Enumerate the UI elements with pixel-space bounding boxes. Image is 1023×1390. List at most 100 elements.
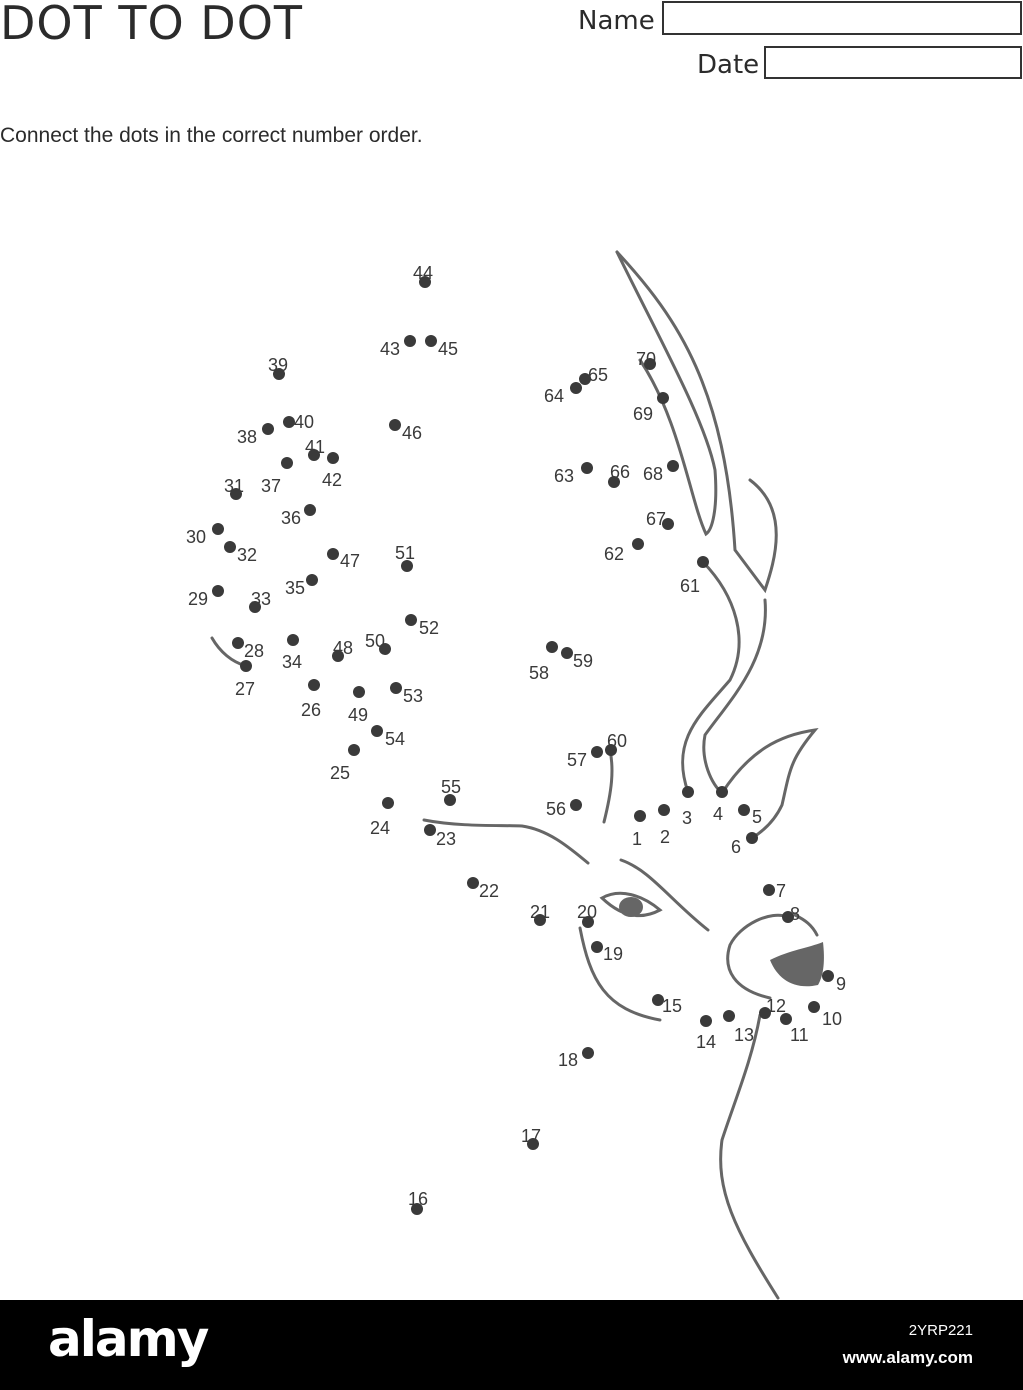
dot-label: 58	[529, 663, 549, 683]
dot-14	[700, 1015, 712, 1027]
dot-36	[304, 504, 316, 516]
dot-label: 36	[281, 508, 301, 528]
dot-32	[224, 541, 236, 553]
dot-label: 3	[682, 808, 692, 828]
date-field[interactable]	[764, 46, 1022, 79]
dot-58	[546, 641, 558, 653]
dot-19	[591, 941, 603, 953]
dot-57	[591, 746, 603, 758]
dot-34	[287, 634, 299, 646]
dot-40	[283, 416, 295, 428]
dot-67	[662, 518, 674, 530]
dot-label: 70	[636, 349, 656, 369]
deer-fills	[619, 897, 824, 987]
dot-48	[332, 650, 344, 662]
date-label: Date	[697, 50, 760, 80]
dot-7	[763, 884, 775, 896]
dot-18	[582, 1047, 594, 1059]
dot-label: 12	[766, 996, 786, 1016]
dot-21	[534, 914, 546, 926]
dot-25	[348, 744, 360, 756]
dot-16	[411, 1203, 423, 1215]
dot-label: 50	[365, 631, 385, 651]
dot-label: 28	[244, 641, 264, 661]
dot-label: 8	[790, 904, 800, 924]
dot-1	[634, 810, 646, 822]
dot-label: 42	[322, 470, 342, 490]
dot-64	[570, 382, 582, 394]
dot-37	[281, 457, 293, 469]
dot-3	[682, 786, 694, 798]
dot-11	[780, 1013, 792, 1025]
dot-27	[240, 660, 252, 672]
dot-5	[738, 804, 750, 816]
dot-label: 69	[633, 404, 653, 424]
name-label: Name	[578, 6, 655, 36]
dot-label: 27	[235, 679, 255, 699]
name-field[interactable]	[662, 1, 1022, 35]
dot-65	[579, 373, 591, 385]
dot-label: 14	[696, 1032, 716, 1052]
dot-63	[581, 462, 593, 474]
dot-label: 24	[370, 818, 390, 838]
dot-23	[424, 824, 436, 836]
dot-44	[419, 276, 431, 288]
dot-33	[249, 601, 261, 613]
dot-69	[657, 392, 669, 404]
dot-label: 55	[441, 777, 461, 797]
dot-30	[212, 523, 224, 535]
dot-label: 61	[680, 576, 700, 596]
dot-label: 54	[385, 729, 405, 749]
dot-label: 13	[734, 1025, 754, 1045]
dot-label: 33	[251, 589, 271, 609]
dot-45	[425, 335, 437, 347]
dot-label: 59	[573, 651, 593, 671]
dot-label: 32	[237, 545, 257, 565]
dot-label: 25	[330, 763, 350, 783]
brand-logo: alamy	[48, 1310, 209, 1368]
dot-39	[273, 368, 285, 380]
dot-59	[561, 647, 573, 659]
watermark-footer: alamy 2YRP221 www.alamy.com	[0, 1300, 1023, 1390]
dot-label: 51	[395, 543, 415, 563]
dot-label: 1	[632, 829, 642, 849]
dot-label: 17	[521, 1126, 541, 1146]
dot-54	[371, 725, 383, 737]
dot-47	[327, 548, 339, 560]
dot-label: 53	[403, 686, 423, 706]
dot-label: 4	[713, 804, 723, 824]
dot-label: 37	[261, 476, 281, 496]
dot-label: 29	[188, 589, 208, 609]
dot-label: 52	[419, 618, 439, 638]
worksheet-title: DOT TO DOT	[0, 0, 304, 50]
dot-label: 34	[282, 652, 302, 672]
dot-label: 45	[438, 339, 458, 359]
dot-46	[389, 419, 401, 431]
dot-label: 67	[646, 509, 666, 529]
dot-12	[759, 1007, 771, 1019]
dot-28	[232, 637, 244, 649]
dot-label: 40	[294, 412, 314, 432]
dot-label: 18	[558, 1050, 578, 1070]
dot-26	[308, 679, 320, 691]
dot-label: 43	[380, 339, 400, 359]
site-url: www.alamy.com	[842, 1348, 973, 1367]
dot-label: 35	[285, 578, 305, 598]
dot-label: 39	[268, 355, 288, 375]
dot-22	[467, 877, 479, 889]
dot-6	[746, 832, 758, 844]
dot-label: 16	[408, 1189, 428, 1209]
dot-label: 2	[660, 827, 670, 847]
dot-label: 15	[662, 996, 682, 1016]
dot-label: 44	[413, 263, 433, 283]
dot-label: 38	[237, 427, 257, 447]
dot-42	[327, 452, 339, 464]
dot-2	[658, 804, 670, 816]
dot-49	[353, 686, 365, 698]
dot-label: 5	[752, 807, 762, 827]
dot-38	[262, 423, 274, 435]
dot-53	[390, 682, 402, 694]
dot-31	[230, 488, 242, 500]
dot-68	[667, 460, 679, 472]
dot-label: 65	[588, 365, 608, 385]
